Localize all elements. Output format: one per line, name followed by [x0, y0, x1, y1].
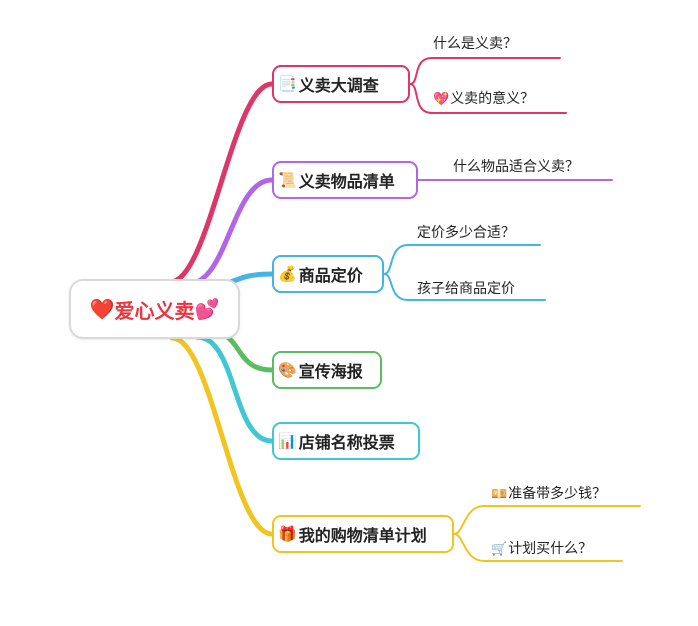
- leaf-connector: [453, 533, 623, 562]
- heart-icon: ❤️: [89, 297, 115, 321]
- leaf-what-to-buy[interactable]: 🛒计划买什么？: [491, 538, 592, 558]
- branch-poster[interactable]: 🎨 宣传海报: [272, 351, 382, 389]
- leaf-what-is-charity-sale[interactable]: 什么是义卖？: [433, 33, 517, 53]
- scroll-icon: 📜: [278, 171, 297, 189]
- leaf-connector: [409, 57, 561, 85]
- branch-item-list[interactable]: 📜 义卖物品清单: [272, 161, 418, 199]
- root-label: 爱心义卖: [114, 298, 195, 323]
- leaf-label: 什么物品适合义卖？: [453, 159, 579, 175]
- leaf-connector: [453, 505, 641, 535]
- leaf-meaning-of-charity-sale[interactable]: 💖义卖的意义？: [433, 88, 534, 108]
- bar-chart-icon: 📊: [278, 432, 297, 450]
- branch-label: 宣传海报: [298, 362, 363, 381]
- leaf-connector: [409, 83, 567, 114]
- branch-connector: [194, 334, 275, 444]
- leaf-how-much-price[interactable]: 定价多少合适？: [417, 222, 515, 242]
- two-hearts-icon: 💕: [194, 297, 220, 321]
- branch-survey[interactable]: 📑 义卖大调查: [272, 65, 410, 103]
- palette-icon: 🎨: [278, 361, 297, 379]
- leaf-label: 准备带多少钱？: [508, 486, 607, 502]
- branch-shop-name-vote[interactable]: 📊 店铺名称投票: [272, 422, 420, 460]
- money-bag-icon: 💰: [278, 265, 297, 283]
- leaf-suitable-items[interactable]: 什么物品适合义卖？: [453, 156, 579, 176]
- leaf-label: 定价多少合适？: [417, 225, 515, 241]
- shopping-cart-icon: 🛒: [491, 542, 508, 557]
- leaf-connector: [383, 244, 541, 275]
- branch-label: 义卖物品清单: [298, 172, 395, 191]
- bookmark-tabs-icon: 📑: [278, 75, 297, 93]
- leaf-label: 孩子给商品定价: [417, 281, 515, 297]
- branch-label: 商品定价: [298, 266, 363, 285]
- root-node[interactable]: ❤️ 爱心义卖 💕: [69, 279, 240, 339]
- leaf-how-much-money[interactable]: 💴准备带多少钱？: [491, 483, 606, 503]
- gift-icon: 🎁: [278, 525, 297, 543]
- branch-connector: [169, 335, 275, 537]
- branch-label: 我的购物清单计划: [298, 526, 427, 545]
- branch-connector: [167, 81, 275, 285]
- leaf-connector: [383, 273, 546, 301]
- branch-shopping-plan[interactable]: 🎁 我的购物清单计划: [272, 515, 454, 553]
- money-icon: 💴: [491, 487, 508, 502]
- leaf-label: 义卖的意义？: [450, 91, 535, 107]
- leaf-label: 什么是义卖？: [433, 36, 517, 52]
- branch-pricing[interactable]: 💰 商品定价: [272, 255, 384, 293]
- leaf-kids-set-price[interactable]: 孩子给商品定价: [417, 278, 515, 298]
- branch-label: 义卖大调查: [298, 76, 379, 95]
- heart-ribbon-icon: 💖: [433, 92, 450, 107]
- branch-connector: [185, 177, 275, 287]
- leaf-label: 计划买什么？: [508, 541, 593, 557]
- branch-label: 店铺名称投票: [298, 433, 395, 452]
